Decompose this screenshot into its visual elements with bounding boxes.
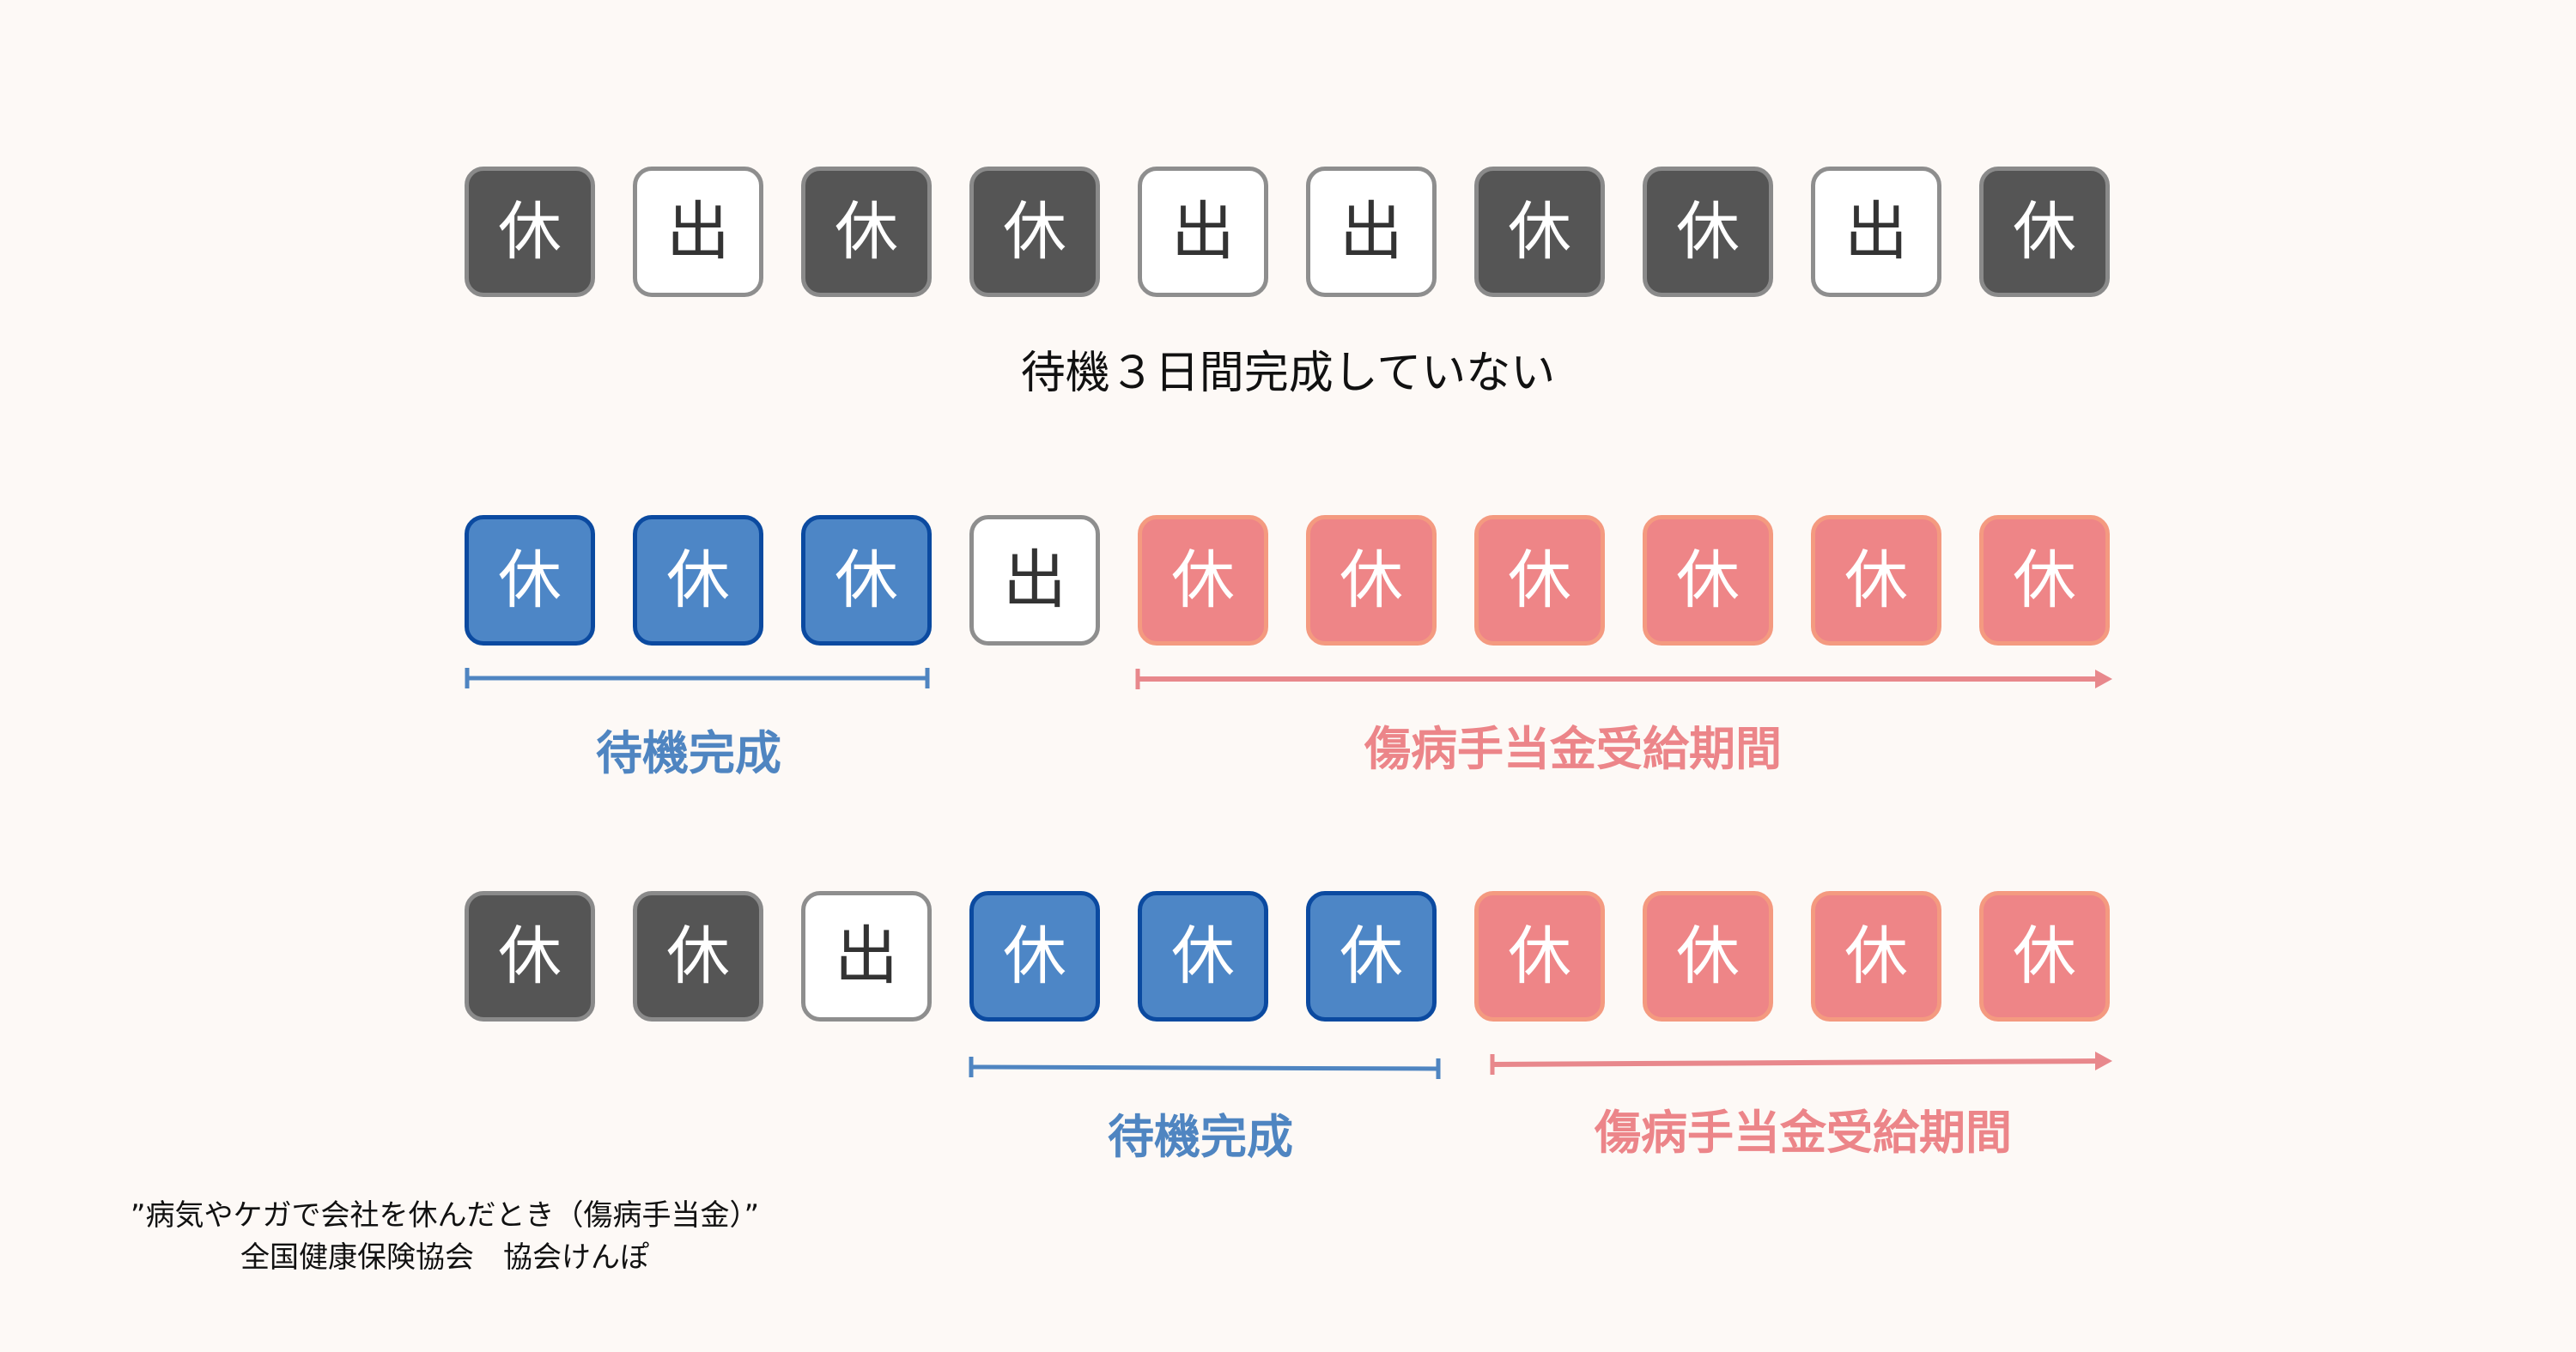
day-box-benefit: 休: [1138, 515, 1268, 646]
source-citation: ”病気やケガで会社を休んだとき（傷病手当金）” 全国健康保険協会 協会けんぽ: [58, 1195, 831, 1280]
example-row-3: 休 休 出 休 休 休 休 休 休 休: [0, 891, 2576, 1022]
day-box-off: 休: [1643, 167, 1773, 297]
day-box-benefit: 休: [1643, 891, 1773, 1022]
day-box-work: 出: [1138, 167, 1268, 297]
example-row-2: 休 休 休 出 休 休 休 休 休 休: [0, 515, 2576, 646]
day-box-off: 休: [801, 167, 932, 297]
waiting-complete-label: 待機完成: [1108, 1110, 1293, 1164]
day-box-benefit: 休: [1474, 891, 1605, 1022]
benefit-period-label: 傷病手当金受給期間: [1595, 1106, 2012, 1160]
row-1-caption: 待機３日間完成していない: [1020, 348, 1556, 399]
day-box-waiting: 休: [801, 515, 932, 646]
day-box-waiting: 休: [969, 891, 1100, 1022]
day-box-benefit: 休: [1306, 515, 1437, 646]
day-box-waiting: 休: [1306, 891, 1437, 1022]
source-publisher: 全国健康保険協会 協会けんぽ: [240, 1240, 649, 1276]
day-box-work: 出: [1811, 167, 1941, 297]
day-box-benefit: 休: [1811, 515, 1941, 646]
day-box-waiting: 休: [633, 515, 763, 646]
day-box-waiting: 休: [1138, 891, 1268, 1022]
day-box-work: 出: [969, 515, 1100, 646]
day-box-off: 休: [1474, 167, 1605, 297]
day-box-waiting: 休: [465, 515, 595, 646]
day-box-benefit: 休: [1643, 515, 1773, 646]
day-box-benefit: 休: [1474, 515, 1605, 646]
waiting-complete-label: 待機完成: [596, 726, 781, 780]
day-box-off: 休: [1979, 167, 2110, 297]
benefit-period-label: 傷病手当金受給期間: [1364, 722, 1782, 776]
day-box-work: 出: [633, 167, 763, 297]
day-box-benefit: 休: [1979, 891, 2110, 1022]
day-box-work: 出: [801, 891, 932, 1022]
day-box-off: 休: [465, 167, 595, 297]
day-box-benefit: 休: [1811, 891, 1941, 1022]
day-box-off: 休: [969, 167, 1100, 297]
day-box-off: 休: [633, 891, 763, 1022]
source-title: ”病気やケガで会社を休んだとき（傷病手当金）”: [130, 1198, 760, 1233]
day-box-off: 休: [465, 891, 595, 1022]
day-box-work: 出: [1306, 167, 1437, 297]
day-box-benefit: 休: [1979, 515, 2110, 646]
example-row-1: 休 出 休 休 出 出 休 休 出 休: [0, 167, 2576, 297]
